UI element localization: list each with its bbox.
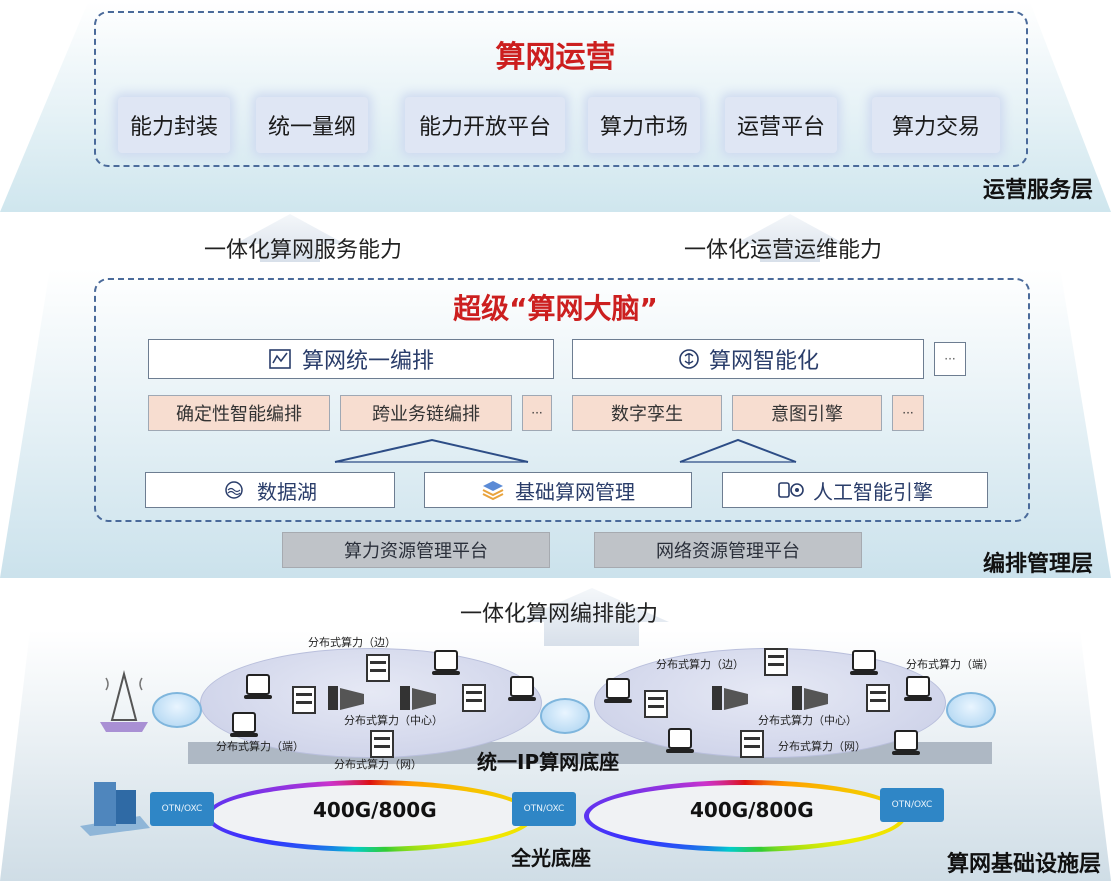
network-resource-platform: 网络资源管理平台: [594, 532, 862, 568]
more-box-top: ···: [934, 342, 966, 376]
unified-orchestration-label: 算网统一编排: [301, 349, 434, 374]
label-center-left: 分布式算力（中心）: [344, 714, 443, 727]
antenna-tower-icon: [100, 670, 148, 732]
label-network-right: 分布式算力（网）: [778, 740, 866, 753]
deterministic-orchestration-box: 确定性智能编排: [148, 395, 330, 431]
server-icon: [866, 684, 890, 712]
laptop-icon: [230, 712, 258, 737]
label-center-right: 分布式算力（中心）: [758, 714, 857, 727]
arrow-up-left: [235, 214, 345, 262]
orchestration-title: 超级“算网大脑”: [453, 292, 658, 325]
label-terminal-left: 分布式算力（端）: [216, 740, 304, 753]
ops-item-operation-platform: 运营平台: [725, 97, 837, 153]
unified-orchestration-box: 算网统一编排: [148, 339, 554, 379]
server-icon: [644, 690, 668, 718]
optical-ring-right: [584, 780, 906, 852]
arrow-label-ops: 一体化运营运维能力: [684, 238, 883, 263]
optical-ring-left: [206, 780, 534, 852]
arrow-label-service: 一体化算网服务能力: [204, 238, 403, 263]
datacenter-icon: [328, 686, 364, 710]
optical-base-label: 全光底座: [511, 846, 591, 870]
more-box-right: ···: [892, 395, 924, 431]
robot-icon: [778, 482, 804, 498]
ops-item-capability-packaging: 能力封装: [118, 97, 230, 153]
ai-engine-label: 人工智能引擎: [813, 479, 933, 504]
arrow-label-orchestration: 一体化算网编排能力: [460, 602, 659, 627]
triangle-left: [334, 438, 529, 463]
otn-node-center: OTN/OXC: [512, 792, 576, 826]
laptop-icon: [604, 678, 632, 703]
router-icon: [152, 692, 202, 728]
operations-dashed-frame: [94, 11, 1028, 167]
building-icon: [80, 782, 150, 836]
laptop-icon: [432, 650, 460, 675]
laptop-icon: [892, 730, 920, 755]
cross-service-chain-box: 跨业务链编排: [340, 395, 512, 431]
label-network-left: 分布式算力（网）: [334, 758, 422, 771]
ops-item-compute-trading: 算力交易: [872, 97, 1000, 153]
layers-icon: [482, 481, 504, 501]
orchestration-dashed-frame: [94, 278, 1030, 522]
digital-twin-box: 数字孪生: [572, 395, 722, 431]
server-icon: [764, 648, 788, 676]
server-icon: [292, 686, 316, 714]
laptop-icon: [904, 676, 932, 701]
basic-mgmt-label: 基础算网管理: [515, 479, 635, 504]
server-icon: [740, 730, 764, 758]
laptop-icon: [850, 650, 878, 675]
otn-node-right: OTN/OXC: [880, 788, 944, 822]
operations-title: 算网运营: [495, 40, 616, 75]
router-icon: [540, 698, 590, 734]
compute-resource-platform: 算力资源管理平台: [282, 532, 550, 568]
label-edge-right: 分布式算力（边）: [656, 658, 744, 671]
data-lake-icon: [225, 481, 243, 499]
server-icon: [370, 730, 394, 758]
label-edge-left: 分布式算力（边）: [308, 636, 396, 649]
ops-item-unified-measure: 统一量纲: [256, 97, 368, 153]
laptop-icon: [244, 674, 272, 699]
basic-mgmt-box: 基础算网管理: [424, 472, 692, 508]
bandwidth-left: 400G/800G: [313, 798, 437, 822]
intelligent-box: 算网智能化: [572, 339, 924, 379]
more-box-left: ···: [522, 395, 552, 431]
data-lake-label: 数据湖: [257, 479, 317, 504]
datacenter-icon: [712, 686, 748, 710]
ip-base-label: 统一IP算网底座: [477, 750, 620, 774]
label-terminal-right: 分布式算力（端）: [906, 658, 994, 671]
chart-icon: [269, 349, 291, 369]
server-icon: [366, 654, 390, 682]
data-lake-box: 数据湖: [145, 472, 395, 508]
datacenter-icon: [792, 686, 828, 710]
arrow-up-center: [514, 588, 669, 646]
intelligent-label: 算网智能化: [708, 349, 819, 374]
ops-item-open-platform: 能力开放平台: [405, 97, 565, 153]
datacenter-icon: [400, 686, 436, 710]
ai-engine-box: 人工智能引擎: [722, 472, 988, 508]
orchestration-layer-label: 编排管理层: [982, 552, 1093, 577]
triangle-right: [679, 438, 797, 463]
laptop-icon: [508, 676, 536, 701]
bandwidth-right: 400G/800G: [690, 798, 814, 822]
intent-engine-box: 意图引擎: [732, 395, 882, 431]
laptop-icon: [666, 728, 694, 753]
ops-item-compute-market: 算力市场: [588, 97, 700, 153]
arrow-up-right: [735, 214, 845, 262]
server-icon: [462, 684, 486, 712]
router-icon: [946, 692, 996, 728]
infrastructure-layer-label: 算网基础设施层: [946, 852, 1101, 877]
ai-brain-icon: [679, 349, 699, 369]
otn-node-left: OTN/OXC: [150, 792, 214, 826]
operations-layer-label: 运营服务层: [982, 178, 1093, 203]
